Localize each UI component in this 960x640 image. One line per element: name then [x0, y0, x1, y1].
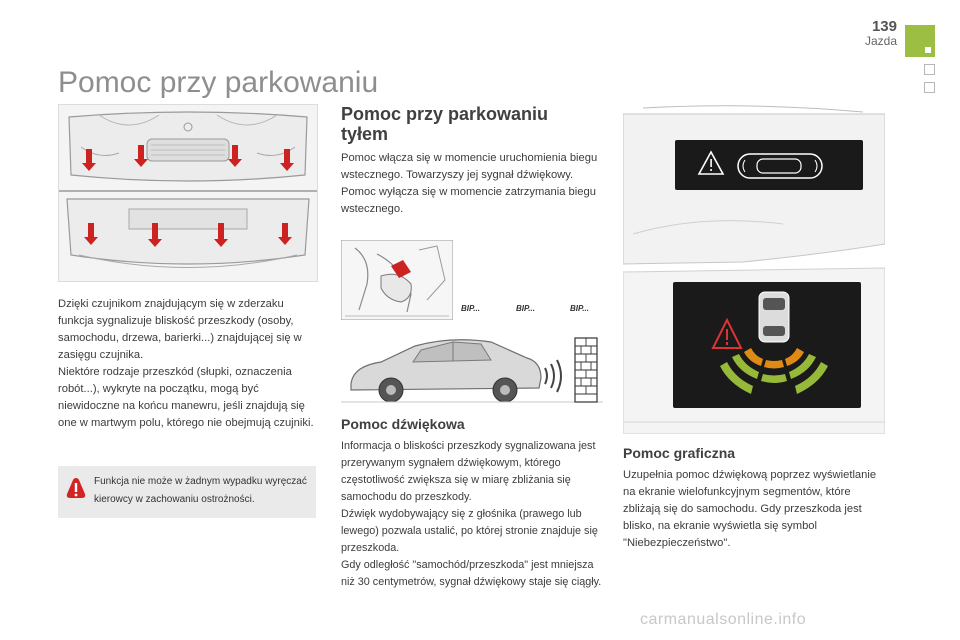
reverse-gear-figure: BIP... BIP... BIP...: [341, 240, 603, 320]
gear-lever-illustration: [341, 240, 453, 320]
rear-assist-heading: Pomoc przy parkowaniu tyłem: [341, 104, 548, 144]
rear-assist-paragraph: Pomoc włącza się w momencie uruchomienia…: [341, 152, 598, 181]
rear-assist-paragraph: Pomoc wyłącza się w momencie zatrzymania…: [341, 186, 596, 215]
car-approaching-wall-illustration: [341, 337, 603, 403]
graphic-assist-paragraph: Uzupełnia pomoc dźwiękową poprzez wyświe…: [623, 469, 877, 549]
audio-assist-paragraph: Dźwięk wydobywający się z głośnika (praw…: [341, 508, 598, 554]
page-number: 139: [871, 18, 897, 35]
chapter-tab: [905, 25, 935, 57]
rear-assist-text: Pomoc włącza się w momencie uruchomienia…: [341, 150, 603, 218]
intro-paragraph: Niektóre rodzaje przeszkód (słupki, ozna…: [58, 366, 314, 429]
page-title: Pomoc przy parkowaniu: [58, 66, 379, 99]
audio-assist-text: Informacja o bliskości przeszkody sygnal…: [341, 438, 603, 591]
warning-text: Funkcja nie może w żadnym wypadku wyręcz…: [94, 476, 307, 505]
section-name: Jazda: [864, 34, 897, 48]
multifunction-screen-figure: [622, 104, 886, 435]
audio-assist-heading: Pomoc dźwiękowa: [341, 416, 465, 432]
warning-exclamation-icon: [66, 478, 86, 498]
watermark: carmanualsonline.info: [640, 611, 807, 628]
bumper-sensors-figure: [58, 104, 318, 282]
beep-label: BIP...: [461, 304, 480, 313]
rear-assist-title-line: tyłem: [341, 124, 389, 144]
graphic-assist-heading: Pomoc graficzna: [623, 445, 736, 461]
car-wall-figure: [341, 328, 603, 408]
rear-assist-title-line: Pomoc przy parkowaniu: [341, 104, 549, 124]
intro-paragraph: Dzięki czujnikom znajdującym się w zderz…: [58, 298, 302, 361]
bumper-sensors-illustration: [59, 105, 317, 281]
intro-text: Dzięki czujnikom znajdującym się w zderz…: [58, 296, 320, 432]
dashboard-screen-illustration: [622, 105, 886, 435]
beep-label: BIP...: [516, 304, 535, 313]
graphic-assist-text: Uzupełnia pomoc dźwiękową poprzez wyświe…: [623, 467, 885, 552]
beep-label: BIP...: [570, 304, 589, 313]
audio-assist-paragraph: Informacja o bliskości przeszkody sygnal…: [341, 440, 596, 503]
chapter-marker-box: [924, 64, 935, 75]
chapter-marker-box: [924, 82, 935, 93]
audio-assist-paragraph: Gdy odległość "samochód/przeszkoda" jest…: [341, 559, 602, 588]
warning-note: Funkcja nie może w żadnym wypadku wyręcz…: [58, 466, 316, 518]
